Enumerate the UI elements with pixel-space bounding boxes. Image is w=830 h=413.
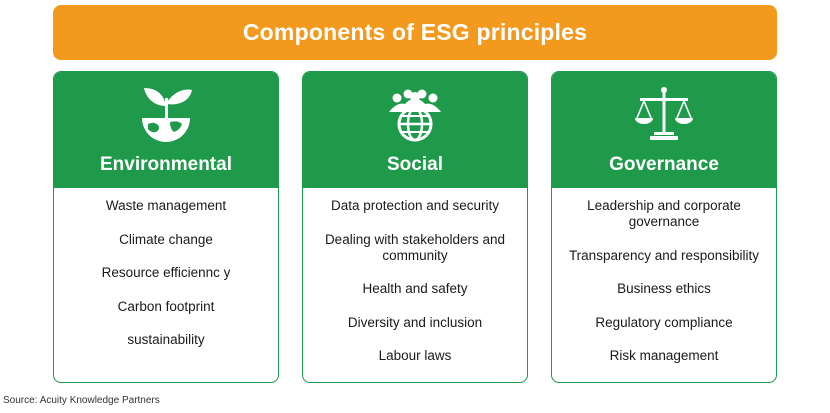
card-header: Environmental bbox=[54, 72, 278, 188]
list-item: Health and safety bbox=[362, 281, 468, 296]
card-header: Social bbox=[303, 72, 527, 188]
scales-icon bbox=[635, 87, 693, 140]
source-note: Source: Acuity Knowledge Partners bbox=[3, 395, 160, 406]
page-title: Components of ESG principles bbox=[53, 5, 777, 60]
list-item: Resource efficiennc y bbox=[101, 265, 231, 280]
list-item: Risk management bbox=[609, 348, 719, 363]
card-social: Social Data protection and security Deal… bbox=[302, 71, 528, 383]
list-item: Data protection and security bbox=[330, 198, 500, 213]
list-item: Dealing with stakeholders and community bbox=[324, 231, 506, 263]
list-item: Labour laws bbox=[378, 348, 452, 363]
card-title: Governance bbox=[609, 154, 719, 175]
item-list: Leadership and corporate governance Tran… bbox=[552, 188, 776, 364]
list-item: Climate change bbox=[119, 231, 213, 247]
item-list: Data protection and security Dealing wit… bbox=[303, 188, 527, 364]
list-item: Regulatory compliance bbox=[595, 314, 733, 330]
list-item: Business ethics bbox=[617, 281, 711, 296]
plant-globe-icon bbox=[142, 88, 192, 142]
list-item: Waste management bbox=[105, 198, 227, 213]
card-governance: Governance Leadership and corporate gove… bbox=[551, 71, 777, 383]
people-globe-icon bbox=[389, 89, 441, 142]
list-item: Carbon footprint bbox=[117, 298, 215, 314]
list-item: sustainability bbox=[127, 332, 205, 347]
item-list: Waste management Climate change Resource… bbox=[54, 188, 278, 348]
list-item: Diversity and inclusion bbox=[347, 314, 483, 330]
card-title: Environmental bbox=[100, 154, 232, 175]
list-item: Leadership and corporate governance bbox=[587, 198, 741, 229]
card-environmental: Environmental Waste management Climate c… bbox=[53, 71, 279, 383]
card-header: Governance bbox=[552, 72, 776, 188]
list-item: Transparency and responsibility bbox=[568, 247, 760, 263]
card-title: Social bbox=[387, 154, 443, 175]
